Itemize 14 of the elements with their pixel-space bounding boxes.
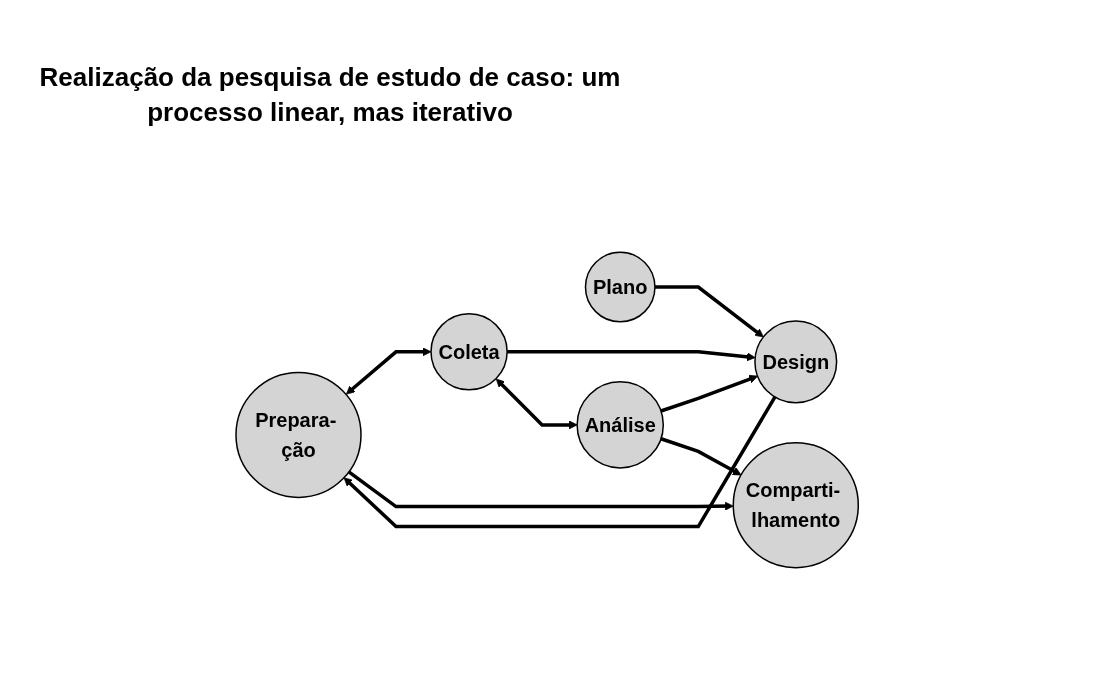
node-circle: Plano [585,251,657,323]
node-circle: Prepara- ção [235,371,363,499]
arrow [655,285,765,338]
node-circle: Coleta [430,313,509,391]
node-circle: Análise [576,381,665,469]
arrow [507,350,756,362]
arrow [344,396,777,529]
arrow [496,378,578,430]
arrow [660,437,742,476]
arrow [660,374,759,413]
diagram-title: Realização da pesquisa de estudo de caso: um processo linear, mas iterativo [38,61,622,130]
node-circle: Design [754,320,838,404]
arrow [346,347,432,395]
node-circle: Comparti- lhamento [732,441,860,569]
